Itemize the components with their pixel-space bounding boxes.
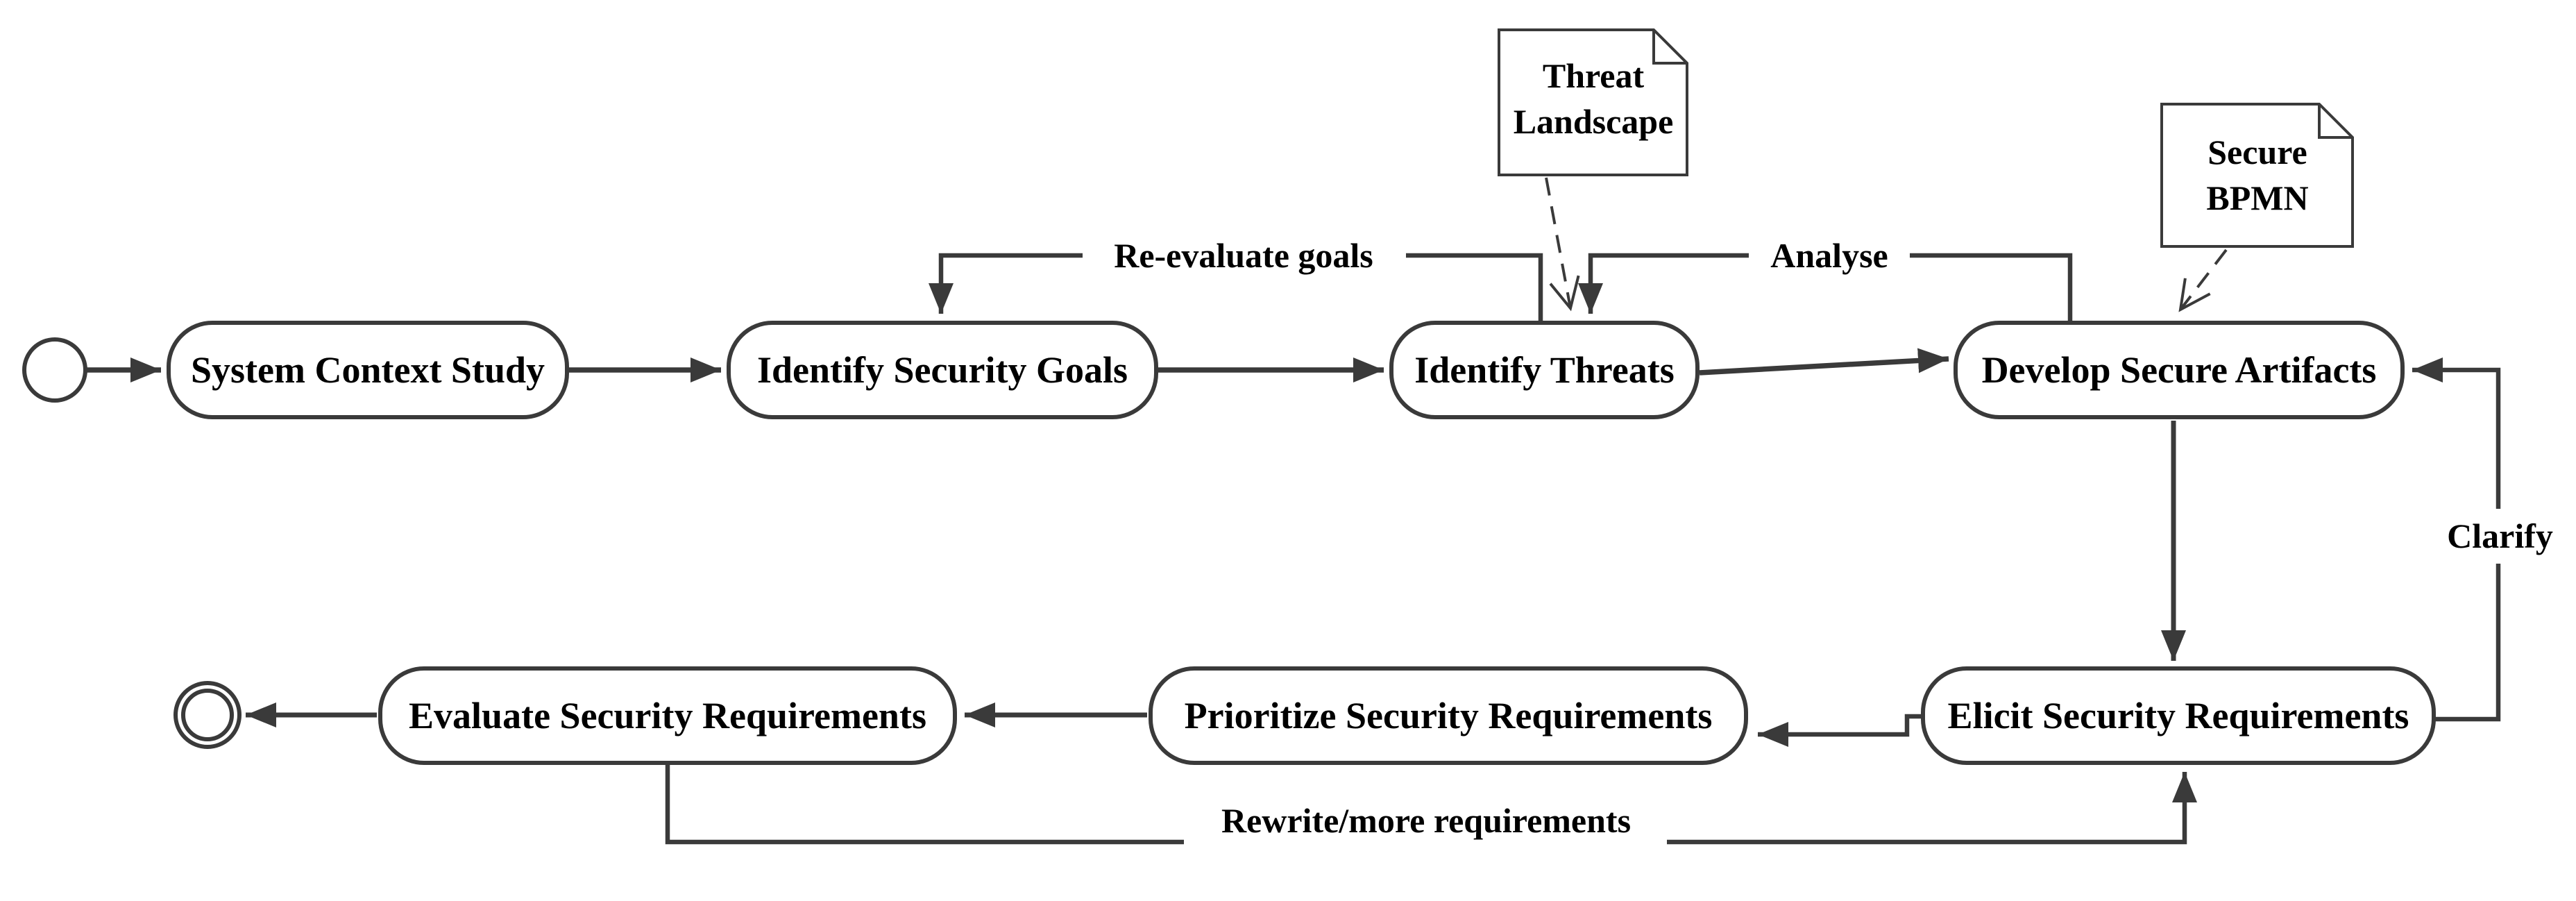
activity-system-context-study: System Context Study <box>167 321 569 419</box>
edge-label-re-evaluate-goals: Re-evaluate goals <box>1114 236 1373 275</box>
activity-evaluate-security-requirements: Evaluate Security Requirements <box>378 666 957 765</box>
note-line-2: Landscape <box>1513 102 1674 141</box>
start-node <box>22 337 87 403</box>
edge-clarify-segment-2 <box>2412 357 2501 509</box>
edge-identify-threats-to-develop-secure-artifacts <box>1699 348 1949 376</box>
activity-label: System Context Study <box>190 349 545 391</box>
activity-develop-secure-artifacts: Develop Secure Artifacts <box>1954 321 2405 419</box>
note-line-1: Secure <box>2208 133 2307 171</box>
edge-analyse-segment-2 <box>1578 253 1749 314</box>
activity-identify-threats: Identify Threats <box>1389 321 1700 419</box>
edge-threat-landscape-to-identify-threats <box>1545 177 1580 312</box>
edge-secure-bpmn-to-develop-secure-artifacts <box>2178 249 2228 312</box>
edge-re-evaluate-goals-segment-1 <box>1406 253 1543 322</box>
threat-landscape-note-text: Threat Landscape <box>1499 53 1688 144</box>
threat-landscape-note-fold <box>1652 30 1687 65</box>
edge-label-clarify: Clarify <box>2447 516 2553 555</box>
activity-label: Identify Security Goals <box>757 349 1128 391</box>
edge-elicit-to-prioritize <box>1758 714 1922 747</box>
edge-re-evaluate-goals-segment-2 <box>929 253 1083 314</box>
activity-label: Evaluate Security Requirements <box>409 695 926 736</box>
threat-landscape-note-shape <box>1498 28 1688 176</box>
edge-label-analyse: Analyse <box>1770 236 1888 275</box>
edge-analyse-segment-1 <box>1910 253 2073 322</box>
activity-elicit-security-requirements: Elicit Security Requirements <box>1921 666 2436 765</box>
activity-identify-security-goals: Identify Security Goals <box>727 321 1158 419</box>
activity-label: Develop Secure Artifacts <box>1981 349 2377 391</box>
edge-rewrite-segment-1 <box>665 764 1184 845</box>
activity-label: Identify Threats <box>1414 349 1675 391</box>
secure-bpmn-note-text: Secure BPMN <box>2162 129 2353 221</box>
secure-bpmn-note-shape <box>2160 103 2354 248</box>
end-node-inner <box>181 689 234 741</box>
activity-label: Prioritize Security Requirements <box>1184 695 1713 736</box>
activity-prioritize-security-requirements: Prioritize Security Requirements <box>1149 666 1748 765</box>
activity-label: Elicit Security Requirements <box>1947 695 2409 736</box>
secure-bpmn-note-fold <box>2318 104 2353 139</box>
edge-label-rewrite-more-requirements: Rewrite/more requirements <box>1221 801 1632 840</box>
note-line-2: BPMN <box>2206 178 2309 217</box>
edge-clarify-segment-1 <box>2433 564 2501 722</box>
edge-rewrite-segment-2 <box>1667 772 2197 845</box>
note-line-1: Threat <box>1542 56 1645 95</box>
